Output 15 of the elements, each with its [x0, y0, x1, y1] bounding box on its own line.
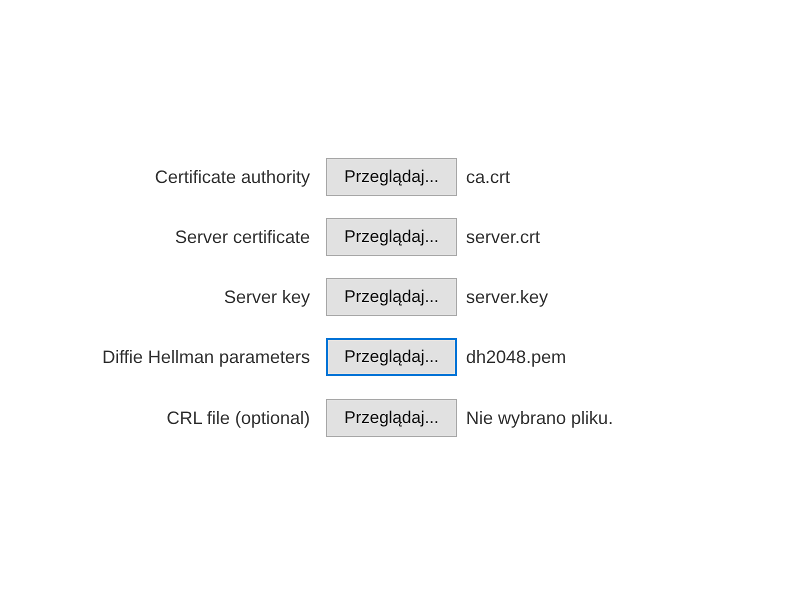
- browse-button: Przeglądaj...: [326, 278, 457, 316]
- file-name-text: ca.crt: [466, 166, 510, 188]
- browse-button: Przeglądaj...: [326, 399, 457, 437]
- browse-button: Przeglądaj...: [326, 338, 457, 376]
- file-name-text: dh2048.pem: [466, 346, 566, 368]
- field-label: Certificate authority: [154, 166, 310, 188]
- browse-button: Przeglądaj...: [326, 218, 457, 256]
- field-label: Server certificate: [174, 226, 310, 248]
- field-label: CRL file (optional): [166, 407, 310, 429]
- browse-button: Przeglądaj...: [326, 158, 457, 196]
- file-name-text: Nie wybrano pliku.: [466, 407, 614, 429]
- file-name-text: server.crt: [466, 226, 540, 248]
- field-label: Server key: [224, 286, 310, 308]
- field-label: Diffie Hellman parameters: [102, 346, 310, 368]
- file-name-text: server.key: [466, 286, 548, 308]
